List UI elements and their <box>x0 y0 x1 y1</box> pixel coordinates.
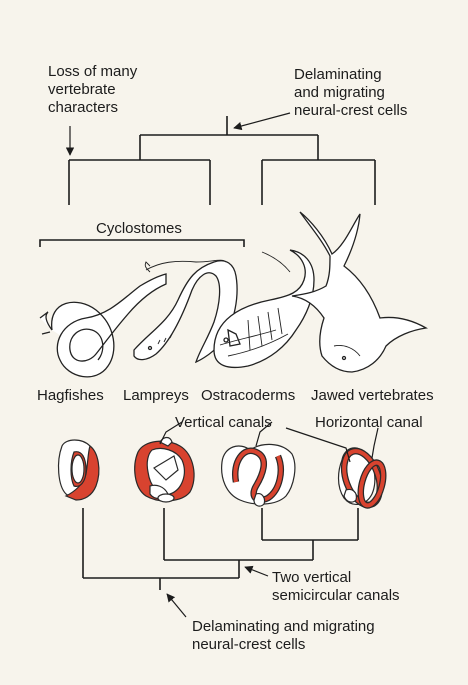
neural-crest-bottom-line-1: Delaminating and migrating <box>192 618 375 635</box>
hagfish-illustration <box>39 273 167 378</box>
top-cladogram <box>68 116 376 205</box>
loss-note-line-1: Loss of many <box>48 63 138 80</box>
cyclostomes-bracket <box>39 239 245 247</box>
vertical-canals-label: Vertical canals <box>175 414 272 431</box>
taxon-ostracoderms: Ostracoderms <box>201 387 296 404</box>
cyclostomes-label: Cyclostomes <box>96 220 182 237</box>
vertical-canals-arrow <box>244 565 269 577</box>
bottom-cladogram <box>82 508 359 590</box>
jawed-vertebrate-ear <box>337 447 387 509</box>
taxon-lampreys: Lampreys <box>123 387 189 404</box>
loss-characters-note: Loss of many vertebrate characters <box>48 63 137 117</box>
shark-illustration <box>291 211 428 373</box>
two-vertical-canals-note: Two vertical semicircular canals <box>272 569 400 605</box>
neural-crest-note-top: Delaminating and migrating neural-crest … <box>294 66 407 120</box>
top-annotation-arrows <box>65 112 291 156</box>
canal-label-leaders <box>159 421 379 463</box>
loss-note-line-3: characters <box>48 99 119 116</box>
hagfish-ear <box>57 439 100 501</box>
lamprey-illustration <box>133 259 238 364</box>
neural-crest-note-bottom: Delaminating and migrating neural-crest … <box>192 618 375 654</box>
lamprey-ear <box>134 436 195 503</box>
neural-crest-top-line-1: Delaminating <box>294 66 382 83</box>
neural-crest-top-line-2: and migrating <box>294 84 385 101</box>
horizontal-canal-label: Horizontal canal <box>315 414 423 431</box>
ostracoderm-illustration <box>213 249 315 369</box>
vertical-canals-note-line-1: Two vertical <box>272 569 352 586</box>
vertical-canals-note-line-2: semicircular canals <box>272 587 400 604</box>
taxon-hagfishes: Hagfishes <box>37 387 104 404</box>
neural-crest-bottom-line-2: neural-crest cells <box>192 636 306 653</box>
neural-crest-top-line-3: neural-crest cells <box>294 102 408 119</box>
taxon-jawed-vertebrates: Jawed vertebrates <box>311 387 434 404</box>
ostracoderm-ear <box>221 443 296 507</box>
neural-crest-arrow-bottom <box>166 593 187 618</box>
neural-crest-arrow-top <box>233 112 291 131</box>
bottom-annotation-arrows <box>166 565 269 618</box>
loss-note-line-2: vertebrate <box>48 81 116 98</box>
